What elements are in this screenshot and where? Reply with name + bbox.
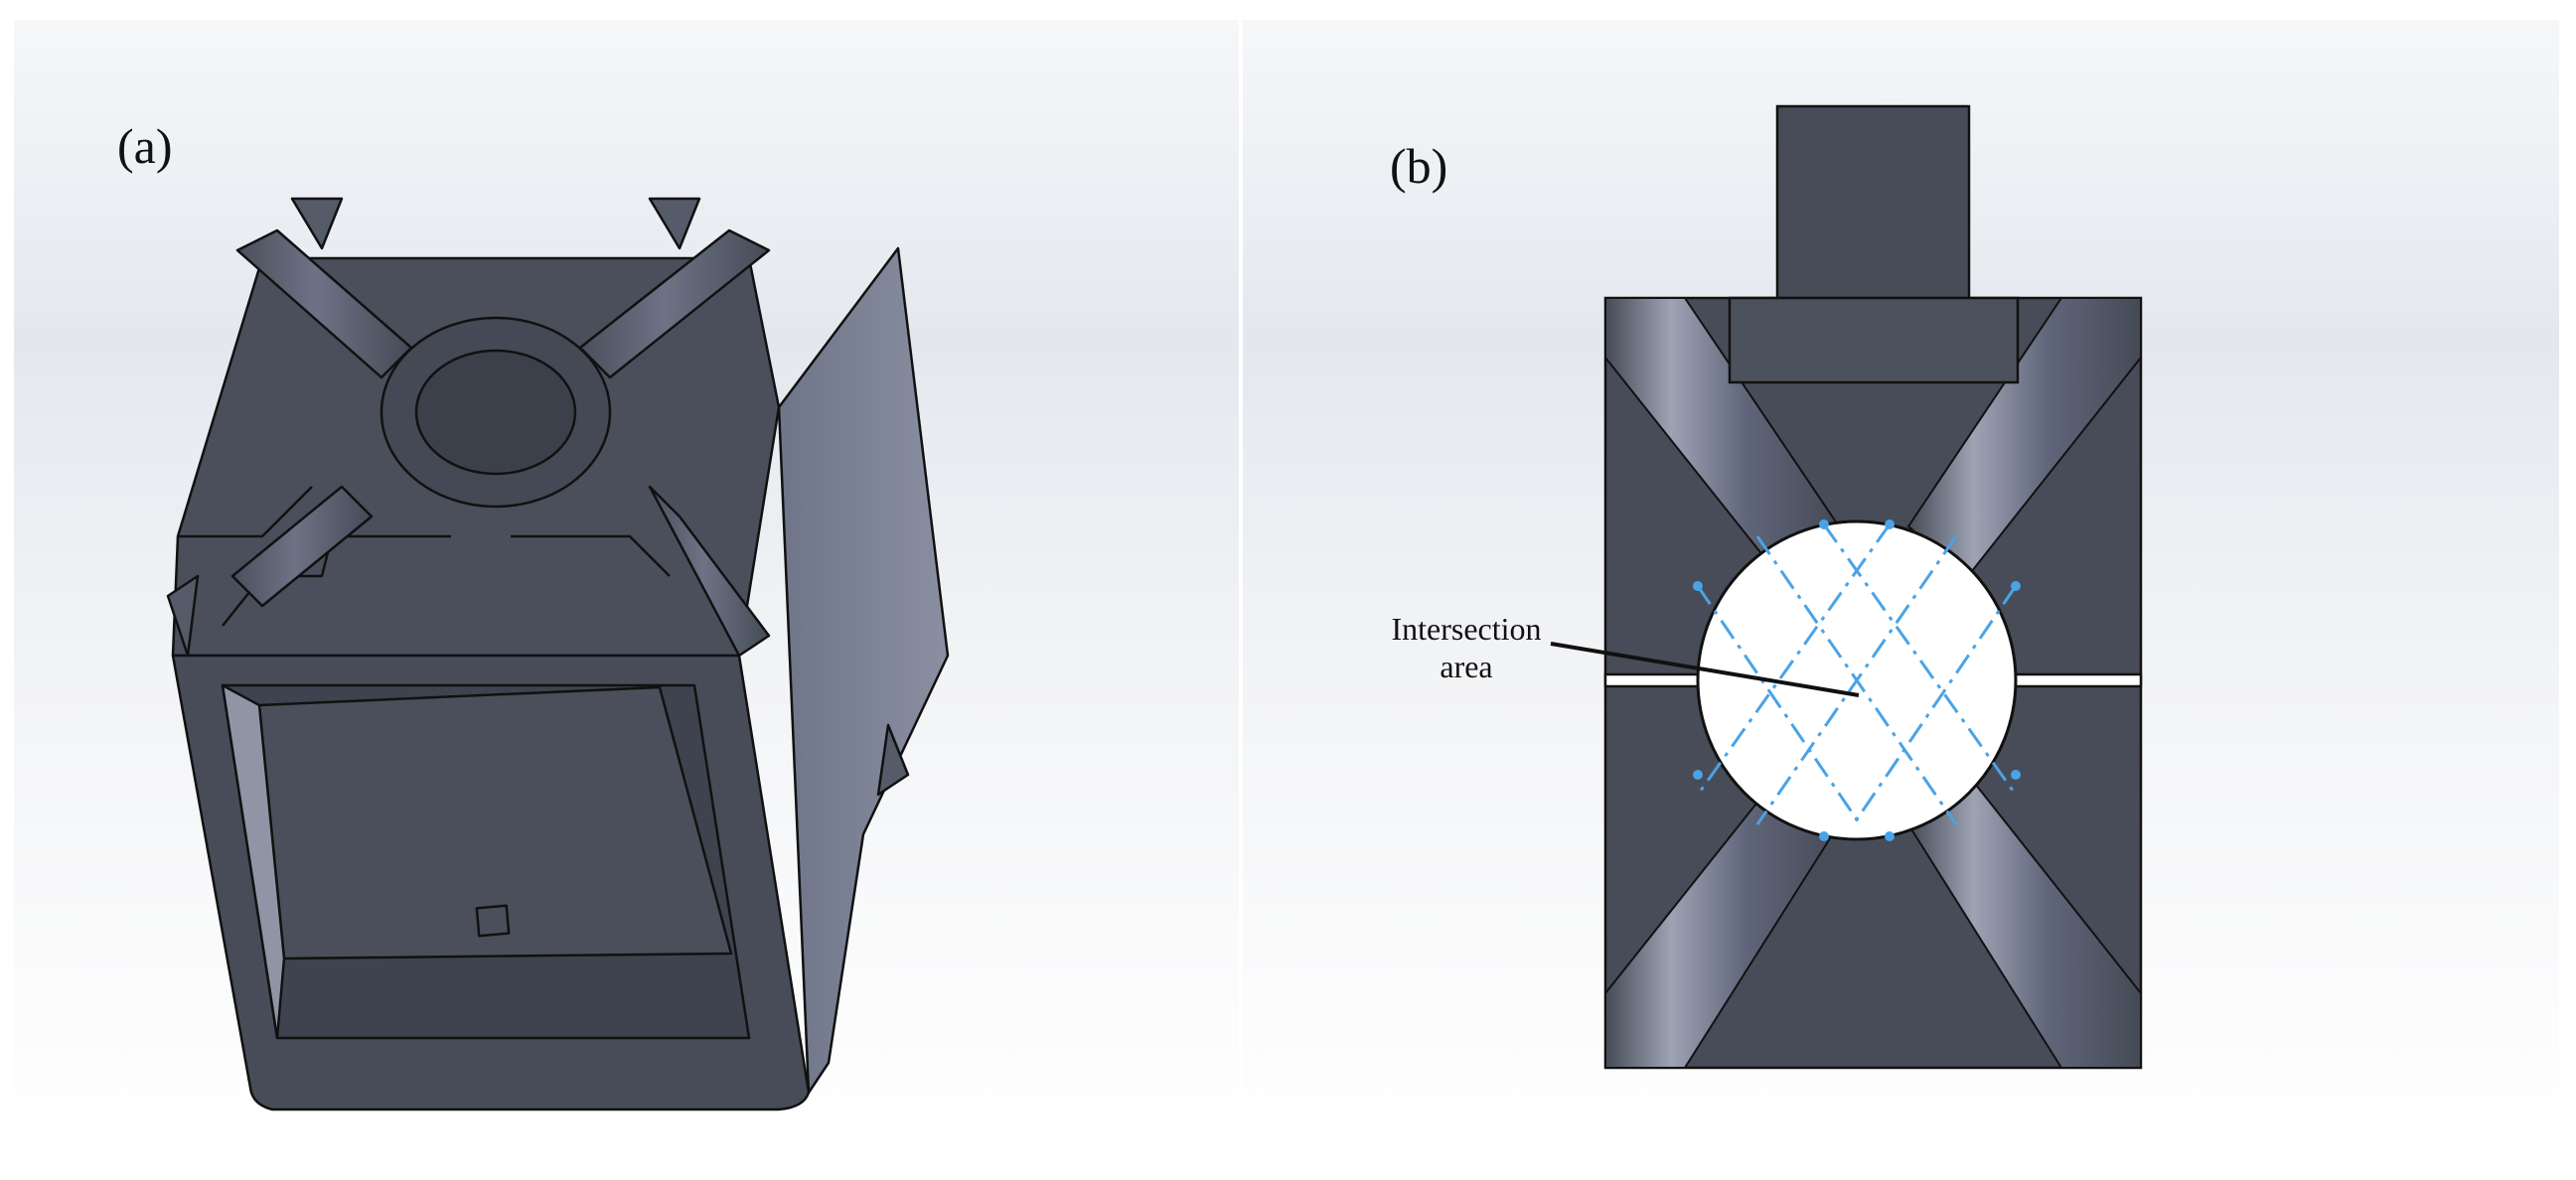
intersection-points <box>1693 519 2021 841</box>
callout-leader <box>1550 642 1860 697</box>
front-recess-left-wall <box>221 683 286 1040</box>
callout-line-2: area <box>1440 649 1493 684</box>
intersection-area-callout: Intersection area <box>1342 610 1591 685</box>
panel-a-label: (a) <box>117 118 173 174</box>
cover-plate <box>1728 296 2020 384</box>
block-3d-view <box>166 197 950 1111</box>
panel-a: (a) <box>14 20 1239 1157</box>
callout-line-1: Intersection <box>1391 611 1542 647</box>
tube-bottom-right <box>648 485 771 658</box>
panel-b-label: (b) <box>1390 138 1448 194</box>
block-section-view <box>1550 104 2143 1070</box>
channel-upper-right <box>1906 298 2141 578</box>
intersection-lines <box>1696 523 2018 825</box>
block-side-face <box>777 246 950 1095</box>
small-square-mark <box>475 904 511 938</box>
panel-b: (b) <box>1243 20 2559 1157</box>
tube-bottom-left <box>230 485 374 608</box>
tube-top-right <box>578 228 771 379</box>
top-tab <box>1775 104 1971 302</box>
